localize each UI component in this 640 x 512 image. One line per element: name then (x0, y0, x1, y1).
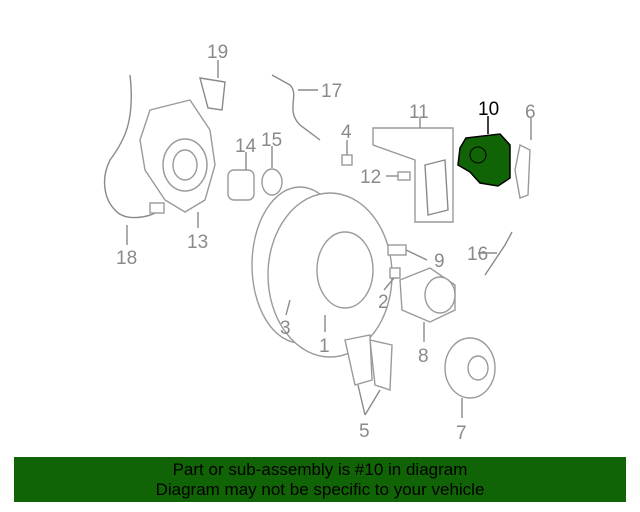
callout-17[interactable]: 17 (321, 81, 342, 102)
part-12-bolt[interactable] (397, 171, 411, 181)
callout-16[interactable]: 16 (467, 244, 488, 265)
part-14-bearing[interactable] (227, 169, 255, 201)
part-11-caliper-bracket-kit[interactable] (372, 127, 454, 223)
callout-14[interactable]: 14 (235, 136, 257, 157)
part-15-snap-ring[interactable] (261, 168, 283, 196)
part-18-sensor[interactable] (149, 202, 165, 214)
callout-1[interactable]: 1 (319, 336, 330, 357)
callout-10[interactable]: 10 (478, 99, 499, 120)
part-17-brake-hose[interactable] (271, 74, 321, 141)
callout-9[interactable]: 9 (434, 251, 445, 272)
callout-19[interactable]: 19 (207, 42, 228, 63)
callout-7[interactable]: 7 (456, 423, 467, 444)
banner-line-1: Part or sub-assembly is #10 in diagram (172, 460, 468, 479)
callout-2[interactable]: 2 (378, 292, 389, 313)
part-2-bolt[interactable] (389, 267, 401, 279)
callout-3[interactable]: 3 (280, 318, 291, 339)
part-6-clip[interactable] (514, 143, 531, 199)
callout-11[interactable]: 11 (409, 102, 429, 123)
callout-labels: 19 17 11 10 6 4 14 15 12 13 18 16 9 2 3 … (116, 42, 536, 444)
callout-13[interactable]: 13 (187, 232, 208, 253)
callout-8[interactable]: 8 (418, 346, 429, 367)
part-9-bolt[interactable] (387, 244, 407, 256)
part-5-pad[interactable] (369, 339, 393, 391)
info-banner: Part or sub-assembly is #10 in diagram D… (14, 457, 626, 502)
callout-15[interactable]: 15 (261, 130, 282, 151)
banner-line-2: Diagram may not be specific to your vehi… (155, 480, 485, 499)
part-5-pad[interactable] (344, 334, 373, 386)
part-18-sensor-wire[interactable] (103, 74, 161, 219)
callout-5[interactable]: 5 (359, 421, 370, 442)
part-19-bracket[interactable] (199, 77, 226, 111)
part-4-bolt[interactable] (341, 154, 353, 166)
part-16-wear-sensor[interactable] (484, 231, 513, 276)
callout-18[interactable]: 18 (116, 248, 137, 269)
callout-4[interactable]: 4 (341, 122, 352, 143)
callout-6[interactable]: 6 (525, 102, 536, 123)
callout-12[interactable]: 12 (360, 167, 381, 188)
